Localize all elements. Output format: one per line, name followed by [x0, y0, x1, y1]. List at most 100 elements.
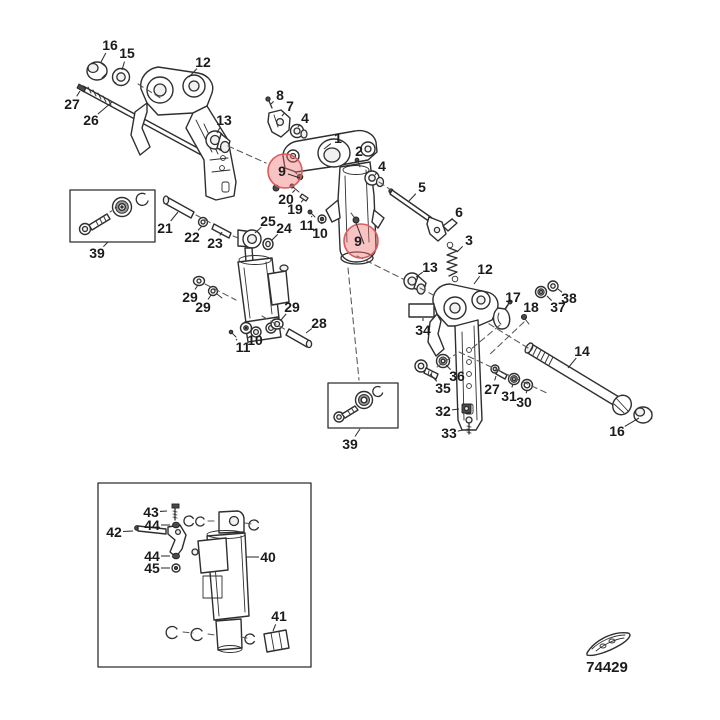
callout-14: 14 [574, 343, 590, 359]
callout-32: 32 [435, 403, 451, 419]
highlight-layer: 99 [267, 153, 379, 259]
leader-26 [97, 101, 113, 115]
callout-30: 30 [516, 394, 532, 410]
leader-33 [457, 429, 464, 432]
leader-20 [291, 189, 296, 194]
callout-37: 37 [550, 299, 566, 315]
leader-38 [557, 288, 563, 293]
leader-16 [100, 52, 107, 63]
callout-17: 17 [505, 289, 521, 305]
leader-12 [188, 68, 198, 78]
leader-5 [408, 193, 417, 202]
leader-24 [271, 233, 279, 241]
callout-2: 2 [355, 143, 363, 159]
callout-19: 19 [287, 201, 303, 217]
leader-7 [281, 112, 285, 117]
leader-11 [310, 215, 313, 218]
callout-10: 10 [247, 332, 263, 348]
leader-29 [194, 284, 199, 290]
callout-45: 45 [144, 560, 160, 576]
callout-36: 36 [449, 368, 465, 384]
leader-31 [511, 383, 514, 388]
callout-21: 21 [157, 220, 173, 236]
nut-37 [534, 285, 548, 299]
highlight-leader-9 [355, 222, 365, 245]
cap-nut-16-left [86, 61, 108, 81]
leader-1 [323, 143, 332, 150]
leader-29 [207, 294, 212, 300]
callout-41: 41 [271, 608, 287, 624]
pin-6 [442, 218, 458, 232]
leader-39 [102, 241, 109, 248]
latch-lever-7 [267, 109, 291, 138]
leader-14 [567, 357, 577, 369]
washer-30 [520, 378, 534, 392]
leader-15 [121, 61, 125, 71]
callout-11: 11 [300, 217, 315, 233]
leader-41 [272, 624, 277, 632]
callout-4: 4 [378, 158, 386, 174]
highlight-callout-9: 9 [278, 163, 286, 179]
leader-19 [300, 198, 305, 203]
leader-22 [197, 225, 203, 231]
leader-25 [254, 226, 262, 234]
callout-43: 43 [143, 504, 159, 520]
highlight-callout-9: 9 [354, 233, 362, 249]
leader-4 [374, 172, 377, 176]
callout-4: 4 [301, 110, 309, 126]
inset-box-39-right [327, 382, 399, 429]
leader-32 [451, 408, 460, 411]
transom-bracket-left [130, 66, 237, 201]
alignment-lines [137, 83, 550, 395]
swivel-bracket-1 [282, 129, 385, 265]
leader-4 [297, 124, 300, 128]
bushing-13-left [205, 130, 231, 154]
callout-20: 20 [278, 191, 294, 207]
leader-39 [354, 428, 361, 437]
callout-33: 33 [441, 425, 457, 441]
callout-27: 27 [484, 381, 500, 397]
highlight-leader-9 [287, 173, 301, 179]
callout-31: 31 [501, 388, 517, 404]
leader-12 [473, 275, 481, 285]
callout-29: 29 [284, 299, 300, 315]
callout-44: 44 [144, 517, 160, 533]
callout-6: 6 [455, 204, 463, 220]
callout-11: 11 [236, 339, 251, 355]
leader-28 [305, 328, 313, 334]
trim-cylinder-assembly [162, 195, 313, 349]
leader-27 [494, 375, 497, 381]
leader-23 [219, 231, 223, 236]
callout-34: 34 [415, 322, 431, 338]
highlight-circle-9 [343, 223, 379, 259]
callout-29: 29 [195, 299, 211, 315]
leader-16 [624, 417, 640, 427]
link-rod-5 [388, 188, 447, 242]
nut-15 [111, 67, 131, 87]
callout-39: 39 [342, 436, 358, 452]
leader-35 [429, 373, 438, 382]
callout-28: 28 [311, 315, 327, 331]
leader-11 [235, 338, 238, 341]
callout-18: 18 [523, 299, 539, 315]
screw-2 [354, 157, 361, 168]
highlight-circle-9 [267, 153, 303, 189]
callout-13: 13 [422, 259, 438, 275]
diagram-number: 74429 [586, 659, 628, 676]
bolt-18 [520, 313, 530, 325]
fasteners-19-20-10-11 [289, 183, 327, 224]
screw-8 [265, 96, 273, 109]
leader-6 [449, 217, 454, 222]
washer-36 [435, 353, 451, 369]
callout-7: 7 [286, 98, 294, 114]
brand-logo-boat [586, 632, 631, 657]
bushing-13-right [403, 272, 427, 295]
leader-29 [280, 313, 287, 321]
decal-34 [408, 303, 435, 318]
inset-box-39-left [69, 189, 156, 243]
leader-3 [456, 245, 464, 253]
leader-13 [415, 271, 423, 278]
